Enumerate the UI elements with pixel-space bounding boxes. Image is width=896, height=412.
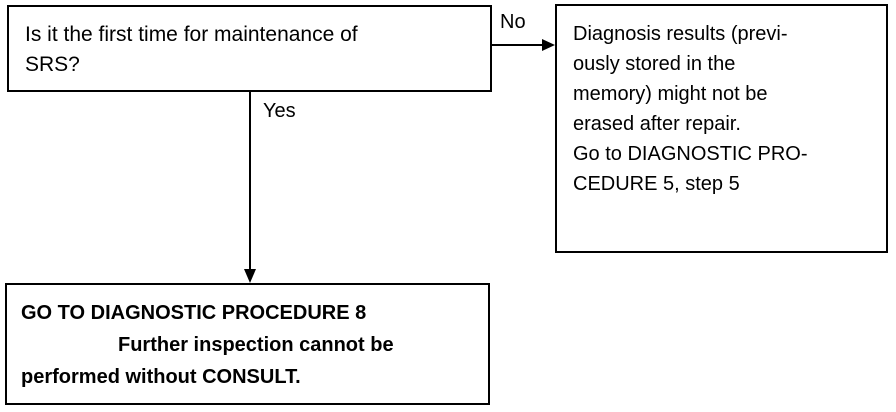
yes-branch-box: GO TO DIAGNOSTIC PROCEDURE 8 Further ins…	[5, 283, 490, 405]
question-box: Is it the first time for maintenance of …	[7, 5, 492, 92]
no-branch-label: No	[500, 11, 526, 33]
no-branch-text-line-2: ously stored in the	[573, 53, 736, 75]
no-branch-text-line-1: Diagnosis results (previ-	[573, 23, 788, 45]
question-text-line-2: SRS?	[25, 53, 80, 76]
question-text-line-1: Is it the first time for maintenance of	[25, 23, 358, 46]
no-branch-text-line-6: CEDURE 5, step 5	[573, 173, 740, 195]
yes-arrowhead	[244, 269, 256, 283]
yes-branch-text-line-3: performed without CONSULT.	[21, 366, 301, 388]
no-branch-box: Diagnosis results (previ- ously stored i…	[555, 4, 888, 253]
no-branch-text-line-4: erased after repair.	[573, 113, 741, 135]
no-arrowhead	[542, 39, 555, 51]
no-branch-text-line-3: memory) might not be	[573, 83, 768, 105]
yes-branch-label: Yes	[263, 100, 296, 122]
yes-branch-text-line-2: Further inspection cannot be	[118, 334, 394, 356]
yes-branch-text-line-1: GO TO DIAGNOSTIC PROCEDURE 8	[21, 302, 367, 324]
no-branch-text-line-5: Go to DIAGNOSTIC PRO-	[573, 143, 808, 165]
